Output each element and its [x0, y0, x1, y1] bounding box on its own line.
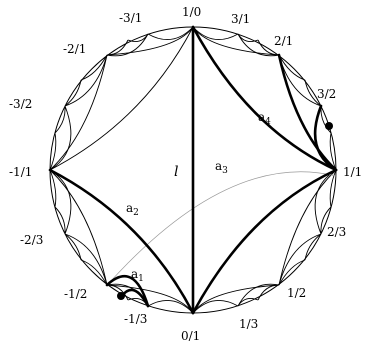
arc-inf-0-right — [191, 168, 338, 315]
arc-tiny-11 — [257, 284, 280, 301]
label-0-1: 0/1 — [181, 329, 200, 343]
arc-tiny-22 — [80, 54, 108, 81]
marker-dot-m12 — [117, 292, 125, 300]
arc-12-13 — [237, 283, 280, 307]
arc-tiny-23 — [106, 39, 129, 56]
arc-tiny-6 — [329, 132, 337, 171]
arc-13-0 — [192, 299, 239, 314]
label-1-2: 1/2 — [287, 286, 306, 300]
label-2-3: 2/3 — [327, 225, 346, 239]
label-m1-3: -1/3 — [124, 312, 147, 326]
arc-23-12 — [278, 233, 322, 286]
arc-tiny-1 — [237, 33, 259, 42]
label-m2-3: -2/3 — [20, 233, 43, 247]
label-1-1: 1/1 — [343, 165, 362, 179]
arc-0-m13 — [147, 299, 194, 314]
arc-m2-inf — [106, 26, 194, 56]
label-geodesic-l: l — [174, 164, 178, 180]
label-a1: a1 — [131, 267, 144, 284]
arc-tiny-2 — [257, 39, 280, 56]
arc-m2-m3 — [106, 33, 149, 57]
arc-tiny-10 — [278, 259, 306, 286]
arc-m1-m2 — [49, 54, 108, 171]
label-1-3: 1/3 — [239, 317, 258, 331]
arc-tiny-19 — [49, 132, 57, 171]
thick-geodesics — [48, 25, 338, 315]
arc-tiny-21 — [64, 79, 82, 107]
marker-dot-32 — [325, 122, 333, 130]
arc-tiny-7 — [329, 169, 337, 208]
arc-tiny-17 — [54, 206, 66, 235]
arc-tiny-14 — [106, 284, 129, 301]
arc-a4-end — [313, 104, 338, 172]
label-m3-1: -3/1 — [119, 11, 142, 25]
arc-tiny-9 — [304, 233, 322, 261]
gray-geodesic — [109, 171, 337, 283]
arc-tiny-24 — [127, 33, 149, 42]
arc-3-2 — [237, 33, 280, 57]
arc-inf-3 — [192, 26, 239, 41]
arc-tiny-15 — [80, 259, 108, 286]
label-2-1: 2/1 — [274, 34, 293, 48]
arc-tiny-18 — [49, 169, 57, 208]
arc-m32-m2 — [64, 54, 108, 107]
arc-a4 — [277, 53, 338, 172]
label-a2: a2 — [126, 201, 139, 218]
label-a4: a4 — [258, 110, 271, 127]
arc-tiny-16 — [64, 233, 82, 261]
label-1-0: 1/0 — [182, 5, 201, 19]
arc-m12-m23 — [64, 233, 108, 286]
arc-a3 — [191, 25, 338, 172]
arc-m3-inf — [147, 26, 194, 41]
arc-tiny-20 — [54, 105, 66, 134]
label-m1-2: -1/2 — [64, 287, 87, 301]
arc-m1-m32 — [49, 105, 72, 171]
arc-inf-minus1 — [49, 26, 194, 171]
label-m3-2: -3/2 — [9, 97, 32, 111]
arc-2-1 — [278, 54, 337, 171]
arc-tiny-8 — [320, 206, 332, 235]
label-a3: a3 — [215, 159, 228, 176]
arc-a1 — [105, 274, 150, 308]
label-m1-1: -1/1 — [9, 165, 32, 179]
label-3-1: 3/1 — [231, 12, 250, 26]
label-3-2: 3/2 — [317, 87, 336, 101]
arc-a2 — [48, 168, 195, 315]
arc-1-12 — [278, 169, 337, 286]
label-m2-1: -2/1 — [63, 42, 86, 56]
arc-tiny-4 — [304, 79, 322, 107]
arc-tiny-12 — [237, 298, 259, 307]
arc-m12-m1 — [49, 169, 108, 286]
